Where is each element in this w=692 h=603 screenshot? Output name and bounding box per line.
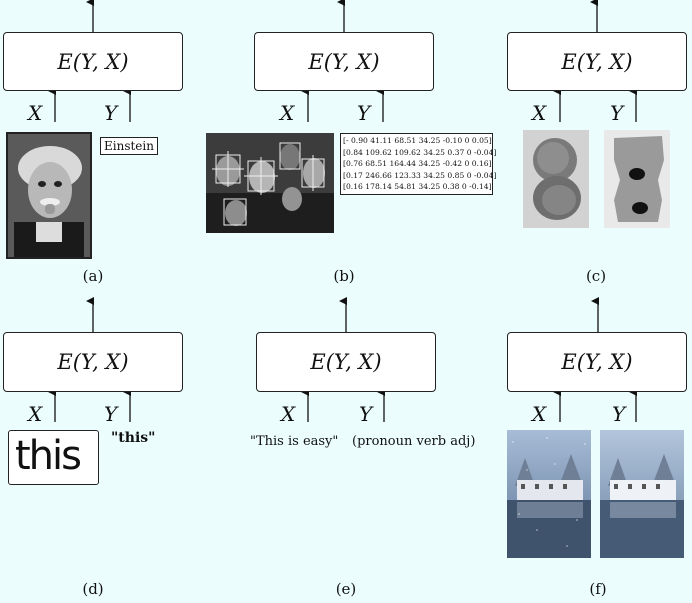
handwritten-word: this (15, 433, 82, 479)
cell-microscopy-image (523, 130, 589, 228)
x-label-c: X (532, 101, 547, 125)
matrix-row: [- 0.90 41.11 68.51 34.25 -0.10 0 0.05] (343, 136, 492, 145)
x-label-e: X (281, 402, 296, 426)
einstein-label: Einstein (100, 137, 158, 155)
energy-box-b: E(Y, X) (254, 32, 434, 91)
crew-photo (206, 133, 334, 233)
pos-tags-output: (pronoun verb adj) (352, 434, 476, 449)
y-label-b: Y (357, 101, 371, 125)
x-label-d: X (28, 402, 43, 426)
caption-b: (b) (333, 267, 355, 285)
x-label-a: X (28, 101, 43, 125)
recognized-word: "this" (111, 430, 156, 446)
y-label-e: Y (359, 402, 373, 426)
energy-box-d: E(Y, X) (3, 332, 183, 392)
caption-d: (d) (82, 580, 104, 598)
energy-box-c: E(Y, X) (507, 32, 687, 91)
caption-f: (f) (589, 580, 607, 598)
einstein-photo (6, 132, 92, 259)
matrix-row: [0.84 109.62 109.62 34.25 0.37 0 -0.04] (343, 147, 497, 157)
segmentation-label-image (604, 130, 670, 228)
y-label-a: Y (104, 101, 118, 125)
caption-a: (a) (82, 267, 104, 285)
noisy-castle-image (507, 430, 591, 558)
caption-c: (c) (585, 267, 607, 285)
matrix-row: [0.76 68.51 164.44 34.25 -0.42 0 0.16] (343, 159, 492, 168)
y-label-c: Y (610, 101, 624, 125)
energy-box-a: E(Y, X) (3, 32, 183, 91)
y-label-d: Y (104, 402, 118, 426)
caption-e: (e) (335, 580, 357, 598)
x-label-b: X (280, 101, 295, 125)
matrix-box: [- 0.90 41.11 68.51 34.25 -0.10 0 0.05] … (340, 133, 497, 195)
energy-box-e: E(Y, X) (256, 332, 436, 392)
handwriting-box: this (8, 430, 99, 485)
x-label-f: X (532, 402, 547, 426)
y-label-f: Y (612, 402, 626, 426)
matrix-row: [0.17 246.66 123.33 34.25 0.85 0 -0.04] (343, 170, 497, 180)
denoised-castle-image (600, 430, 684, 558)
energy-box-f: E(Y, X) (507, 332, 687, 392)
matrix-row: [0.16 178.14 54.81 34.25 0.38 0 -0.14] (343, 182, 492, 191)
sentence-input: "This is easy" (250, 434, 339, 449)
